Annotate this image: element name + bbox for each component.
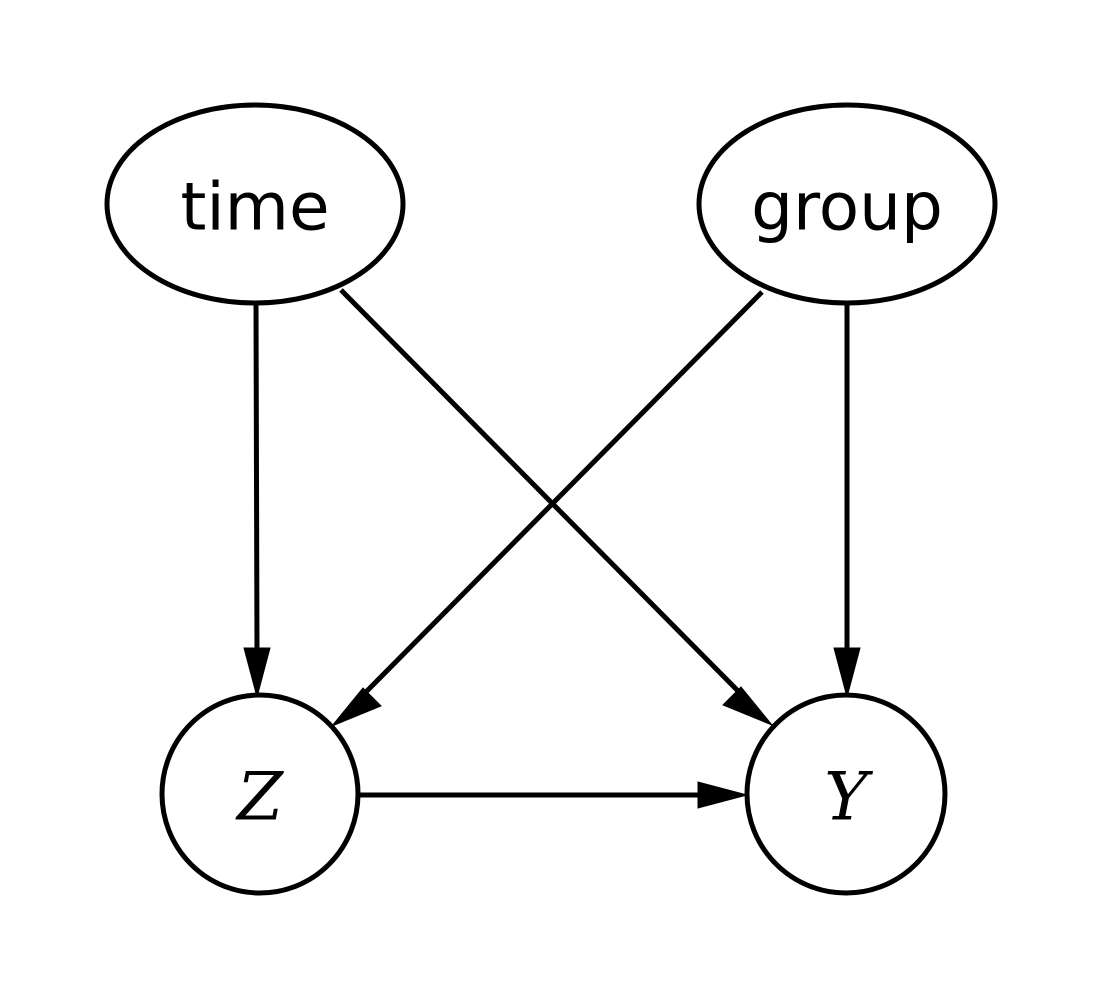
edge-time-to-Y[interactable]: [339, 288, 773, 726]
edge-time-to-Z-arrowhead: [243, 647, 271, 699]
node-layer: time group Z Y: [104, 102, 998, 896]
edge-group-to-Y-arrowhead: [833, 647, 861, 699]
node-Y-circle: [744, 692, 948, 896]
node-group-label: group: [751, 169, 943, 246]
edge-time-to-Z-line: [253, 302, 260, 655]
node-Z-label: Z: [235, 759, 284, 836]
node-Y[interactable]: Y: [744, 692, 948, 896]
edge-Z-to-Y-arrowhead: [697, 781, 749, 809]
edge-group-to-Z[interactable]: [331, 290, 764, 727]
node-Y-label: Y: [824, 759, 873, 836]
edge-group-to-Y[interactable]: [833, 303, 861, 699]
node-Z[interactable]: Z: [159, 692, 361, 896]
node-Z-circle: [159, 692, 361, 896]
edge-Z-to-Y[interactable]: [358, 781, 749, 809]
node-time[interactable]: time: [104, 102, 406, 306]
edge-layer: [243, 288, 861, 809]
edge-time-to-Y-arrowhead: [722, 686, 773, 726]
edge-group-to-Z-line: [360, 290, 764, 698]
node-time-ellipse: [104, 102, 406, 306]
node-group[interactable]: group: [696, 102, 998, 306]
node-time-label: time: [180, 169, 329, 246]
edge-time-to-Y-line: [339, 288, 744, 697]
node-group-ellipse: [696, 102, 998, 306]
edge-group-to-Z-arrowhead: [331, 687, 382, 727]
edge-time-to-Z[interactable]: [243, 302, 271, 699]
